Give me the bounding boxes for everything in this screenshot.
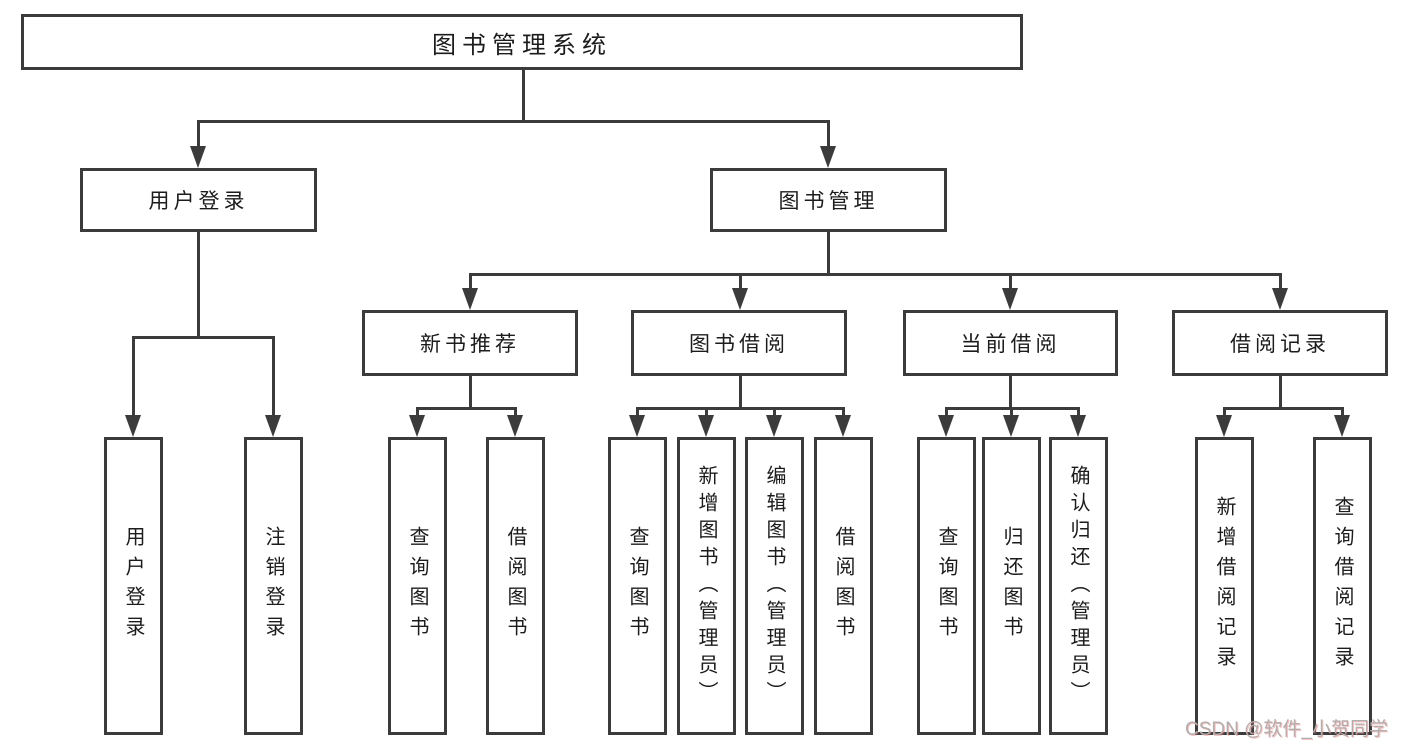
node-book-management: 图书管理 <box>710 168 947 232</box>
leaf-label: 用户登录 <box>122 526 144 646</box>
leaf-confirm-return-admin: 确认归还（管理员） <box>1049 437 1108 735</box>
connector-line <box>1341 407 1344 417</box>
leaf-query-borrow-record: 查询借阅记录 <box>1313 437 1372 735</box>
connector-line <box>197 120 830 123</box>
connector-line <box>945 407 948 417</box>
connector-line <box>416 407 516 410</box>
arrow-down-icon <box>835 415 851 437</box>
connector-line <box>197 231 200 339</box>
leaf-borrow-books-borrow: 借阅图书 <box>814 437 873 735</box>
connector-line <box>469 273 1282 276</box>
arrow-down-icon <box>629 415 645 437</box>
arrow-down-icon <box>125 415 141 437</box>
connector-line <box>842 407 845 417</box>
leaf-label: 注销登录 <box>262 526 284 646</box>
arrow-down-icon <box>766 415 782 437</box>
connector-line <box>1223 407 1343 410</box>
watermark-text: CSDN @软件_小贺同学 <box>1185 719 1388 740</box>
leaf-label: 编辑图书（管理员） <box>763 464 785 708</box>
arrow-down-icon <box>190 146 206 168</box>
connector-line <box>636 407 844 410</box>
arrow-down-icon <box>409 415 425 437</box>
connector-line <box>469 374 472 410</box>
connector-line <box>1009 374 1012 410</box>
arrow-down-icon <box>820 146 836 168</box>
arrow-down-icon <box>462 288 478 310</box>
connector-line <box>739 273 742 290</box>
connector-line <box>522 67 525 123</box>
node-new-book-recommend: 新书推荐 <box>362 310 578 376</box>
node-user-login: 用户登录 <box>80 168 317 232</box>
connector-line <box>705 407 708 417</box>
arrow-down-icon <box>1272 288 1288 310</box>
leaf-label: 新增图书（管理员） <box>695 464 717 708</box>
leaf-query-books-newbook: 查询图书 <box>388 437 447 735</box>
connector-line <box>636 407 639 417</box>
leaf-return-book: 归还图书 <box>982 437 1041 735</box>
connector-line <box>1279 374 1282 410</box>
leaf-label: 归还图书 <box>1000 526 1022 646</box>
leaf-add-book-admin: 新增图书（管理员） <box>677 437 736 735</box>
connector-line <box>739 374 742 410</box>
arrow-down-icon <box>1070 415 1086 437</box>
connector-line <box>272 336 275 417</box>
leaf-label: 借阅图书 <box>504 526 526 646</box>
connector-line <box>197 120 200 148</box>
leaf-label: 查询借阅记录 <box>1331 496 1353 676</box>
connector-line <box>1223 407 1226 417</box>
leaf-label: 查询图书 <box>935 526 957 646</box>
leaf-user-login: 用户登录 <box>104 437 163 735</box>
connector-line <box>827 120 830 148</box>
leaf-label: 查询图书 <box>406 526 428 646</box>
node-library-management-system: 图书管理系统 <box>21 14 1023 70</box>
leaf-label: 新增借阅记录 <box>1213 496 1235 676</box>
leaf-query-books-borrow: 查询图书 <box>608 437 667 735</box>
connector-line <box>132 336 135 417</box>
connector-line <box>773 407 776 417</box>
arrow-down-icon <box>1003 415 1019 437</box>
node-current-borrow: 当前借阅 <box>903 310 1118 376</box>
arrow-down-icon <box>1216 415 1232 437</box>
leaf-edit-book-admin: 编辑图书（管理员） <box>745 437 804 735</box>
arrow-down-icon <box>732 288 748 310</box>
leaf-label: 借阅图书 <box>832 526 854 646</box>
connector-line <box>827 231 830 276</box>
arrow-down-icon <box>265 415 281 437</box>
connector-line <box>469 273 472 290</box>
leaf-query-books-current: 查询图书 <box>917 437 976 735</box>
leaf-add-borrow-record: 新增借阅记录 <box>1195 437 1254 735</box>
arrow-down-icon <box>1002 288 1018 310</box>
arrow-down-icon <box>938 415 954 437</box>
arrow-down-icon <box>507 415 523 437</box>
connector-line <box>1009 273 1012 290</box>
connector-line <box>1010 407 1013 417</box>
connector-line <box>416 407 419 417</box>
connector-line <box>132 336 275 339</box>
connector-line <box>1077 407 1080 417</box>
leaf-label: 确认归还（管理员） <box>1067 464 1089 708</box>
node-borrow-records: 借阅记录 <box>1172 310 1388 376</box>
arrow-down-icon <box>698 415 714 437</box>
arrow-down-icon <box>1334 415 1350 437</box>
leaf-label: 查询图书 <box>626 526 648 646</box>
node-book-borrow: 图书借阅 <box>631 310 847 376</box>
connector-line <box>514 407 517 417</box>
leaf-logout: 注销登录 <box>244 437 303 735</box>
leaf-borrow-books-newbook: 借阅图书 <box>486 437 545 735</box>
connector-line <box>1279 273 1282 290</box>
